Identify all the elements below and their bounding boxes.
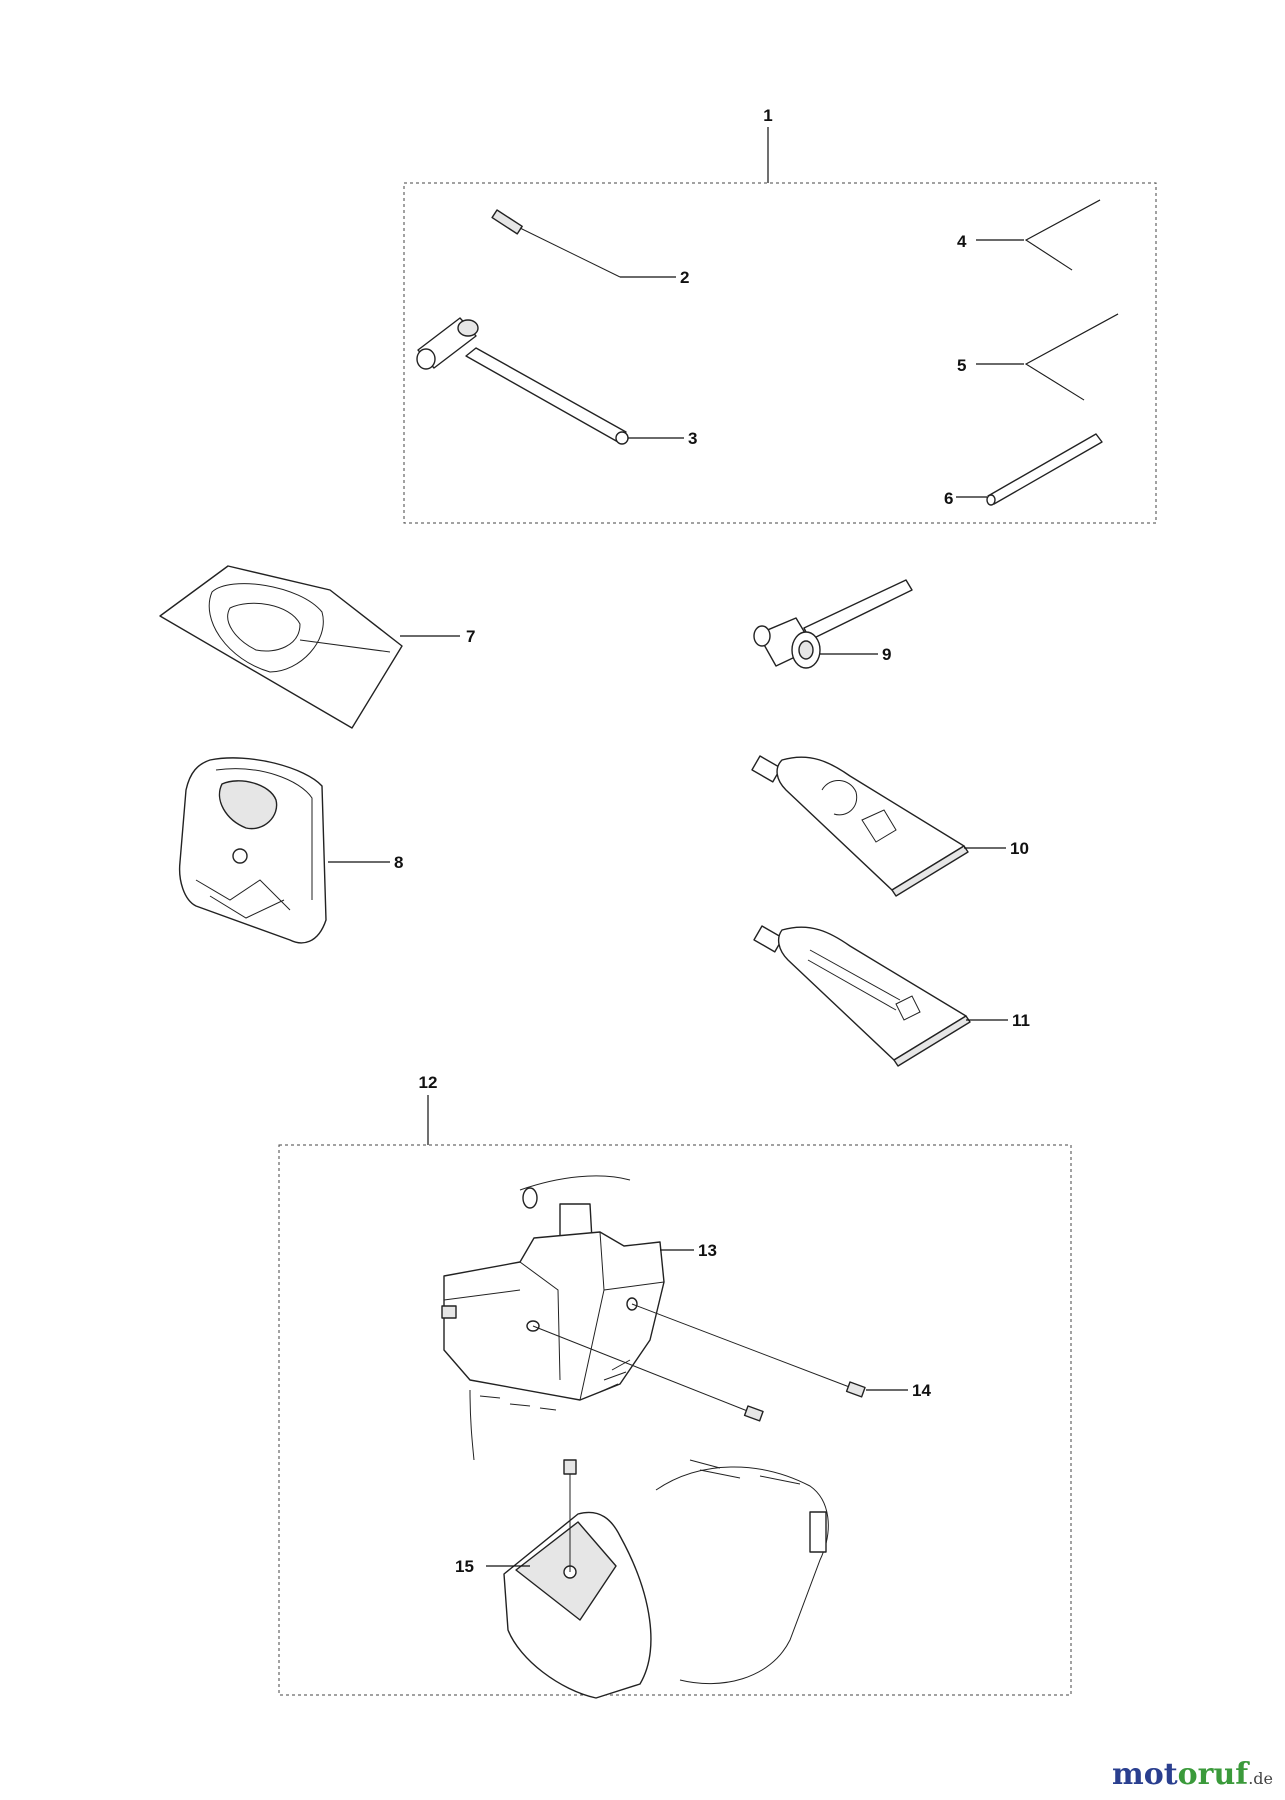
callout-7: 7 xyxy=(466,627,475,646)
callout-5: 5 xyxy=(957,356,966,375)
part-6-rod: 6 xyxy=(944,433,1103,508)
watermark-part-1: mot xyxy=(1112,1757,1178,1792)
callout-1: 1 xyxy=(763,106,772,125)
part-11-grease-tube: 11 xyxy=(753,925,1030,1067)
part-9-spanner: 9 xyxy=(753,579,913,669)
part-5-hex-key: 5 xyxy=(957,313,1119,401)
part-3-socket-wrench: 3 xyxy=(416,317,697,448)
watermark-tld: .de xyxy=(1248,1769,1273,1788)
callout-15: 15 xyxy=(455,1557,474,1576)
part-8-air-filter: 8 xyxy=(178,757,403,944)
callout-8: 8 xyxy=(394,853,403,872)
callout-6: 6 xyxy=(944,489,953,508)
callout-10: 10 xyxy=(1010,839,1029,858)
part-14-screws: 14 xyxy=(532,1303,931,1422)
callout-2: 2 xyxy=(680,268,689,287)
part-4-hex-key: 4 xyxy=(957,199,1101,271)
callout-4: 4 xyxy=(957,232,967,251)
kit-frame-1: 1 xyxy=(403,106,1157,524)
part-2-pin: 2 xyxy=(491,209,689,287)
callout-14: 14 xyxy=(912,1381,931,1400)
callout-11: 11 xyxy=(1012,1011,1030,1030)
callout-12: 12 xyxy=(419,1073,438,1092)
part-7-bag: 7 xyxy=(159,565,475,729)
part-15-plate: 15 xyxy=(455,1459,829,1699)
callout-13: 13 xyxy=(698,1241,717,1260)
part-10-grease-tube: 10 xyxy=(751,755,1029,897)
callout-9: 9 xyxy=(882,645,891,664)
watermark-part-2: oruf xyxy=(1177,1757,1249,1792)
part-13-cover: 13 xyxy=(441,1175,717,1461)
kit-frame-12: 12 xyxy=(278,1073,1072,1696)
callout-3: 3 xyxy=(688,429,697,448)
watermark-logo: motoruf.de xyxy=(1112,1757,1273,1792)
